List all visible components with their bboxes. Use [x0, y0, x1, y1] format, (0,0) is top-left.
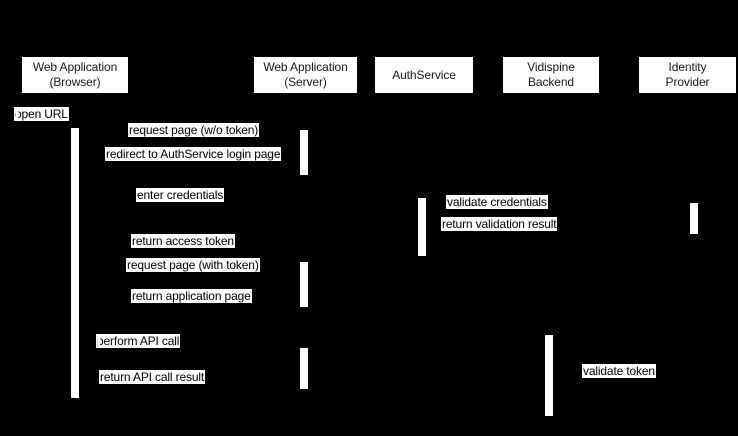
message-label-return-application-page[interactable]: return application page — [131, 289, 252, 303]
message-label-return-validation-result[interactable]: return validation result — [441, 217, 558, 231]
participant-box-vidispine[interactable]: Vidispine Backend — [503, 57, 599, 93]
message-label-request-page-wo-token[interactable]: request page (w/o token) — [128, 123, 260, 137]
activation-bar-server-activation-2 — [300, 262, 308, 307]
participant-box-authservice[interactable]: AuthService — [375, 57, 473, 93]
activation-bar-vidispine-activation — [545, 335, 553, 416]
activation-bar-browser-activation — [71, 128, 79, 398]
message-label-request-page-with-token[interactable]: request page (with token) — [126, 258, 260, 272]
message-label-perform-api-call[interactable]: perform API call — [96, 334, 181, 348]
message-label-enter-credentials[interactable]: enter credentials — [136, 188, 225, 202]
participant-box-browser[interactable]: Web Application (Browser) — [22, 57, 128, 93]
message-label-return-api-call-result[interactable]: return API call result — [99, 370, 206, 384]
activation-bar-server-activation-3 — [300, 348, 308, 389]
text-caret-open-url — [16, 107, 18, 121]
message-label-return-access-token[interactable]: return access token — [131, 234, 235, 248]
participant-box-identity[interactable]: Identity Provider — [639, 57, 736, 93]
message-label-validate-token[interactable]: validate token — [582, 364, 656, 378]
message-label-validate-credentials[interactable]: validate credentials — [446, 195, 548, 209]
message-label-open-url[interactable]: open URL — [14, 107, 69, 121]
message-label-redirect-to-authservice[interactable]: redirect to AuthService login page — [105, 147, 282, 161]
activation-bar-server-activation-1 — [300, 130, 308, 175]
activation-bar-identity-activation — [690, 203, 698, 234]
participant-box-server[interactable]: Web Application (Server) — [254, 57, 357, 93]
activation-bar-authservice-activation — [418, 198, 426, 256]
text-caret-perform-api-call — [98, 334, 100, 348]
